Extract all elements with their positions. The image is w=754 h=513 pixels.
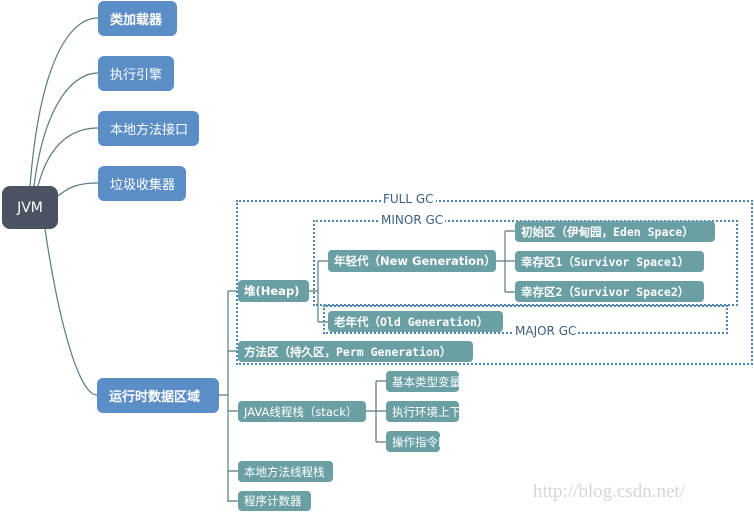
full-gc-label: FULL GC bbox=[381, 192, 436, 206]
connector bbox=[496, 230, 515, 293]
node-primitive-vars[interactable]: 基本类型变量区 bbox=[386, 371, 473, 392]
full-gc-region bbox=[236, 200, 753, 365]
node-native-method-stack[interactable]: 本地方法线程栈 bbox=[238, 461, 333, 482]
minor-gc-label: MINOR GC bbox=[379, 213, 446, 227]
major-gc-label: MAJOR GC bbox=[513, 324, 579, 338]
node-young-generation[interactable]: 年轻代（New Generation） bbox=[328, 250, 496, 272]
node-program-counter[interactable]: 程序计数器 bbox=[238, 491, 311, 511]
node-method-area[interactable]: 方法区（持久区，Perm Generation） bbox=[238, 341, 473, 362]
node-eden-space[interactable]: 初始区（伊甸园，Eden Space） bbox=[515, 221, 715, 242]
node-exec-engine[interactable]: 执行引擎 bbox=[98, 56, 174, 91]
node-class-loader[interactable]: 类加载器 bbox=[98, 1, 177, 36]
connector bbox=[57, 182, 99, 197]
node-instruction-area[interactable]: 操作指令区 bbox=[386, 431, 450, 452]
node-heap[interactable]: 堆(Heap) bbox=[238, 280, 309, 302]
watermark: http://blog.csdn.net/ bbox=[533, 481, 685, 502]
connector bbox=[29, 17, 99, 187]
node-survivor-space-1[interactable]: 幸存区1（Survivor Space1） bbox=[515, 251, 704, 272]
node-survivor-space-2[interactable]: 幸存区2（Survivor Space2） bbox=[515, 281, 704, 302]
connector bbox=[37, 127, 99, 187]
node-old-generation[interactable]: 老年代（Old Generation） bbox=[328, 311, 503, 332]
connector bbox=[219, 291, 229, 502]
connector bbox=[228, 290, 238, 502]
connector bbox=[33, 72, 99, 187]
node-exec-context[interactable]: 执行环境上下文 bbox=[386, 401, 473, 422]
node-native-interface[interactable]: 本地方法接口 bbox=[98, 111, 199, 146]
node-runtime-data-area[interactable]: 运行时数据区域 bbox=[97, 378, 219, 413]
connector bbox=[44, 228, 98, 396]
connector bbox=[366, 380, 386, 443]
jvm-root-node[interactable]: JVM bbox=[2, 186, 58, 229]
node-garbage-collector[interactable]: 垃圾收集器 bbox=[98, 166, 186, 201]
node-java-stack[interactable]: JAVA线程栈（stack） bbox=[238, 401, 366, 422]
